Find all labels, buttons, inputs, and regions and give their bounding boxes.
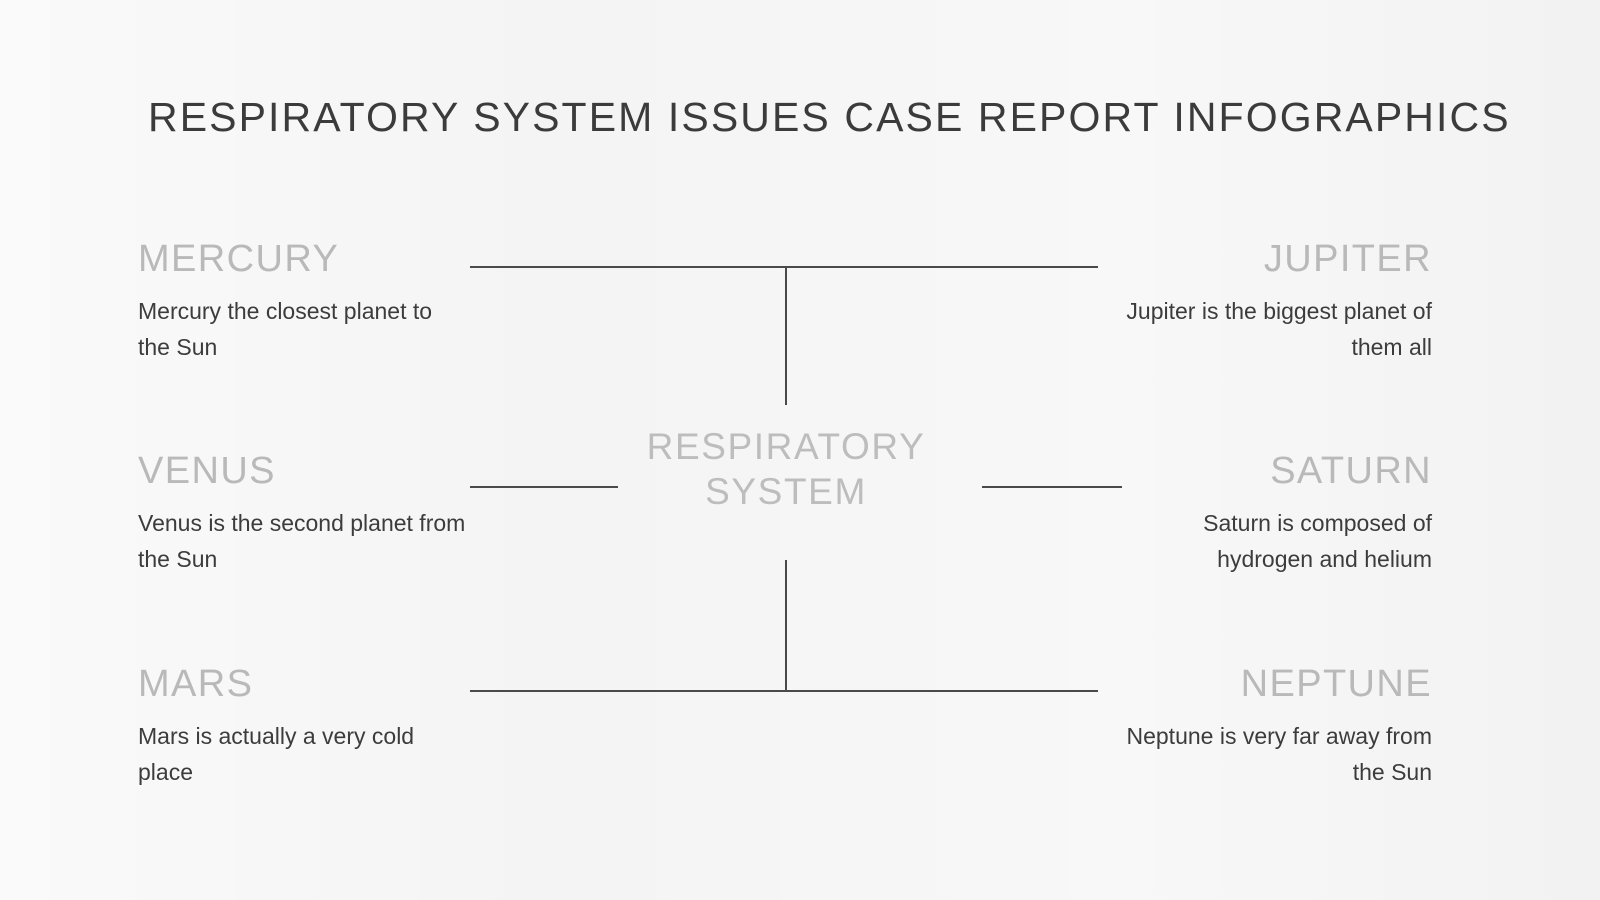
connector-line-top-horizontal [470, 266, 1098, 268]
node-venus[interactable]: VENUS Venus is the second planet from th… [138, 450, 468, 578]
node-saturn-description: Saturn is composed of hydrogen and heliu… [1203, 509, 1432, 572]
center-label: RESPIRATORY SYSTEM [586, 424, 986, 514]
node-neptune-description: Neptune is very far away from the Sun [1126, 722, 1432, 785]
node-mercury[interactable]: MERCURY Mercury the closest planet to th… [138, 238, 468, 366]
node-mercury-title: MERCURY [138, 238, 340, 280]
node-saturn-title: SATURN [1270, 450, 1432, 492]
node-jupiter[interactable]: JUPITER Jupiter is the biggest planet of… [1102, 238, 1432, 366]
node-saturn[interactable]: SATURN Saturn is composed of hydrogen an… [1102, 450, 1432, 578]
connector-line-middle-left [470, 486, 618, 488]
node-mars-description: Mars is actually a very cold place [138, 722, 415, 785]
page-title: RESPIRATORY SYSTEM ISSUES CASE REPORT IN… [148, 94, 1511, 140]
connector-line-bottom-horizontal [470, 690, 1098, 692]
node-neptune[interactable]: NEPTUNE Neptune is very far away from th… [1102, 663, 1432, 791]
node-mars[interactable]: MARS Mars is actually a very cold place [138, 663, 468, 791]
node-jupiter-description: Jupiter is the biggest planet of them al… [1126, 297, 1432, 360]
node-mars-title: MARS [138, 663, 254, 705]
node-venus-title: VENUS [138, 450, 276, 492]
node-jupiter-title: JUPITER [1263, 238, 1432, 280]
node-mercury-description: Mercury the closest planet to the Sun [138, 297, 433, 360]
connector-line-bottom-vertical [785, 560, 787, 691]
node-neptune-title: NEPTUNE [1240, 663, 1432, 705]
node-venus-description: Venus is the second planet from the Sun [138, 509, 466, 572]
center-label-line-1: RESPIRATORY [646, 426, 926, 467]
connector-line-top-vertical [785, 266, 787, 405]
center-label-line-2: SYSTEM [705, 471, 867, 513]
connector-line-middle-right [982, 486, 1122, 488]
